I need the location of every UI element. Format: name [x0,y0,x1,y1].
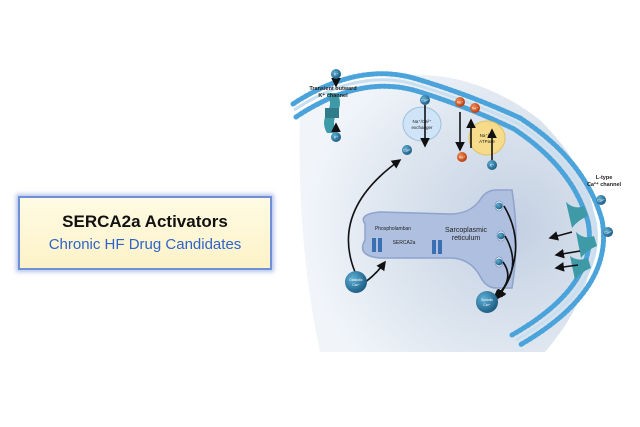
ca-ion-exchanger-in: Ca²⁺ [402,145,412,155]
svg-text:Na⁺: Na⁺ [457,100,463,104]
svg-text:K⁺: K⁺ [490,163,494,167]
systolic-label-2: Ca²⁺ [483,303,491,307]
diastolic-ca-pool [345,271,367,293]
ca-ion-l-type-1: Ca²⁺ [596,195,606,205]
na-ion-out-2: Na⁺ [470,103,480,113]
diastolic-label-2: Ca²⁺ [352,283,360,287]
ca-ion-exchanger-out: Ca²⁺ [420,95,430,105]
na-ion-out: Na⁺ [455,97,465,107]
na-ion-in: Na⁺ [457,152,467,162]
k-channel-label-1: Transient outward [309,86,356,92]
k-ion-atpase: K⁺ [487,160,497,170]
exchanger-label-1: Na⁺/Ca²⁺ [412,119,432,124]
svg-text:Na⁺: Na⁺ [472,106,478,110]
cell-membrane-outer [290,71,607,348]
systolic-label-1: Systolic [481,298,493,302]
svg-text:Ca²⁺: Ca²⁺ [597,198,605,202]
title-box: SERCA2a Activators Chronic HF Drug Candi… [18,196,272,270]
ca-ion-sr-3 [495,258,503,266]
na-k-atpase [468,120,506,156]
svg-text:K⁺: K⁺ [334,72,338,76]
systolic-ca-pool [476,291,498,313]
subtitle-text: Chronic HF Drug Candidates [48,236,242,253]
svg-text:K⁺: K⁺ [334,135,338,139]
l-type-ca-channels [566,202,597,280]
title-text: SERCA2a Activators [62,212,228,231]
atpase-label-2: ATPase [479,139,495,144]
serca2a-pump-1 [372,238,382,252]
diastolic-label-1: Diastolic [349,278,362,282]
svg-text:Na⁺: Na⁺ [459,155,465,159]
serca2a-pump-2 [432,240,442,254]
svg-text:Ca²⁺: Ca²⁺ [604,230,612,234]
na-ca-exchanger [402,106,442,142]
sr-label-1: Sarcoplasmic [445,227,488,234]
l-type-label-1: L-type [596,175,613,181]
exchanger-label-2: exchanger [411,125,433,130]
l-type-label-2: Ca²⁺ channel [587,181,622,188]
phospholamban-label: Phospholamban [375,226,411,232]
svg-text:Ca²⁺: Ca²⁺ [421,98,429,102]
sr-label-2: reticulum [452,235,481,242]
k-ion-outside: K⁺ [331,69,341,79]
k-channel-label-2: K⁺ channel [318,92,348,99]
serca2a-label: SERCA2a [393,240,416,246]
ca-ion-sr-2 [497,232,505,240]
k-ion-inside: K⁺ [331,132,341,142]
k-channel [324,93,340,133]
ca-ion-l-type-2: Ca²⁺ [603,227,613,237]
ca-ion-sr-1 [495,202,503,210]
svg-text:Ca²⁺: Ca²⁺ [403,148,411,152]
flux-arrows [331,78,581,300]
